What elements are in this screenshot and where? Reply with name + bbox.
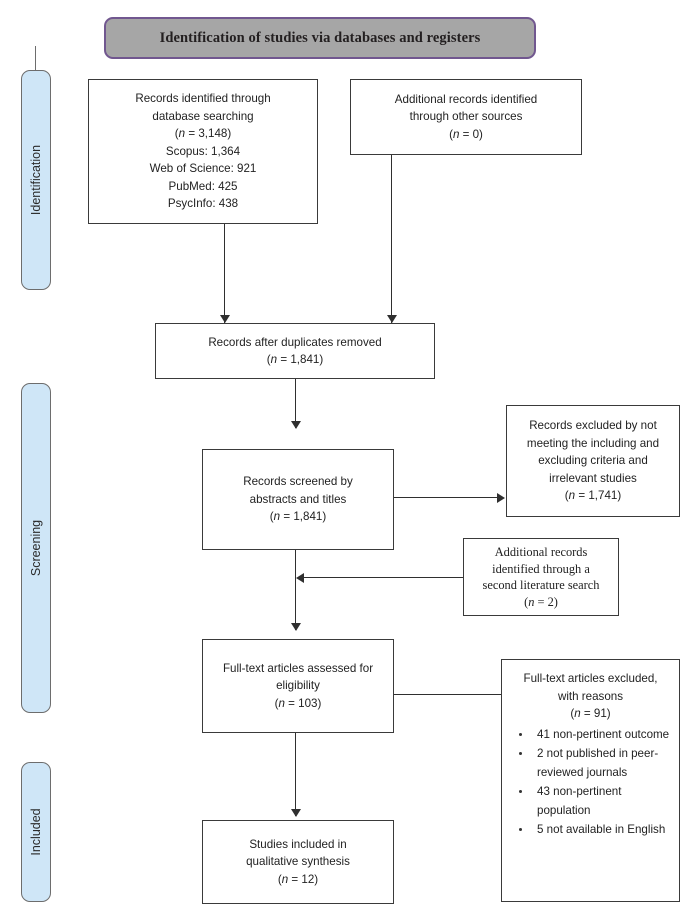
box-line: identified through a bbox=[492, 561, 590, 576]
connector-identified-to-duplicates bbox=[224, 224, 226, 323]
stage-pill-identification: Identification bbox=[21, 70, 51, 290]
box-line: (n = 1,841) bbox=[269, 510, 327, 524]
box-line: (n = 103) bbox=[274, 696, 322, 710]
box-additional-records-other-sources: Additional records identified through ot… bbox=[350, 79, 582, 155]
box-line: Studies included in bbox=[249, 837, 347, 851]
connector-fulltext-to-included bbox=[295, 733, 297, 816]
box-line: through other sources bbox=[409, 110, 523, 124]
box-line: Scopus: 1,364 bbox=[165, 144, 241, 158]
box-line: with reasons bbox=[557, 689, 624, 703]
box-line: Additional records bbox=[494, 545, 588, 559]
box-line: (n = 1,841) bbox=[266, 353, 324, 366]
box-line: (n = 3,148) bbox=[174, 127, 232, 141]
box-line: Full-text articles excluded, bbox=[523, 672, 658, 685]
box-fulltext-assessed: Full-text articles assessed for eligibil… bbox=[202, 639, 394, 733]
box-line: PsycInfo: 438 bbox=[167, 197, 239, 211]
connector-screened-to-fulltext bbox=[295, 550, 297, 630]
box-line: Additional records identified bbox=[394, 92, 538, 106]
box-line: Records excluded by not bbox=[529, 419, 657, 433]
box-line: Full-text articles assessed for bbox=[222, 661, 374, 675]
identification-stage-tick bbox=[35, 46, 36, 70]
stage-pill-included: Included bbox=[21, 762, 51, 902]
list-item: 2 not published in peer-reviewed journal… bbox=[511, 744, 676, 782]
box-line: irrelevant studies bbox=[549, 471, 637, 485]
box-records-identified: Records identified through database sear… bbox=[88, 79, 318, 224]
box-second-literature-search: Additional records identified through a … bbox=[463, 538, 619, 616]
stage-pill-screening: Screening bbox=[21, 383, 51, 713]
box-line: (n = 1,741) bbox=[564, 489, 622, 503]
connector-other-sources-to-duplicates bbox=[391, 155, 393, 323]
connector-fulltext-to-excluded bbox=[394, 694, 505, 696]
box-line: database searching bbox=[152, 109, 254, 123]
stage-label-included: Included bbox=[29, 808, 43, 856]
connector-screened-to-excluded bbox=[394, 497, 499, 499]
list-item: 43 non-pertinent population bbox=[511, 782, 676, 820]
box-studies-included: Studies included in qualitative synthesi… bbox=[202, 820, 394, 904]
arrowhead-down bbox=[220, 315, 230, 323]
box-line: (n = 12) bbox=[277, 872, 319, 886]
diagram-title-banner: Identification of studies via databases … bbox=[104, 17, 536, 59]
box-records-excluded: Records excluded by not meeting the incl… bbox=[506, 405, 680, 517]
box-records-screened: Records screened by abstracts and titles… bbox=[202, 449, 394, 550]
box-line: Web of Science: 921 bbox=[149, 162, 257, 176]
box-line: qualitative synthesis bbox=[246, 855, 350, 869]
arrowhead-down bbox=[291, 809, 301, 817]
box-line: Records after duplicates removed bbox=[208, 335, 382, 349]
arrowhead-left bbox=[296, 573, 304, 583]
box-line: Records identified through bbox=[135, 92, 271, 106]
box-line: abstracts and titles bbox=[249, 492, 347, 506]
box-line: excluding criteria and bbox=[538, 454, 648, 468]
connector-duplicates-to-screened bbox=[295, 379, 297, 428]
box-records-after-duplicates: Records after duplicates removed (n = 1,… bbox=[155, 323, 435, 379]
box-line: eligibility bbox=[276, 679, 320, 693]
arrowhead-down bbox=[291, 421, 301, 429]
diagram-title: Identification of studies via databases … bbox=[159, 29, 481, 46]
arrowhead-right bbox=[497, 493, 505, 503]
stage-label-identification: Identification bbox=[29, 144, 43, 216]
box-line: PubMed: 425 bbox=[168, 179, 238, 193]
stage-label-screening: Screening bbox=[29, 519, 43, 577]
connector-second-search-to-trunk bbox=[303, 577, 463, 579]
box-line: second literature search bbox=[482, 578, 600, 592]
arrowhead-down bbox=[387, 315, 397, 323]
exclusion-reason-list: 41 non-pertinent outcome 2 not published… bbox=[505, 725, 676, 839]
box-line: (n = 0) bbox=[449, 127, 483, 141]
box-line: (n = 91) bbox=[570, 707, 611, 720]
list-item: 5 not available in English bbox=[511, 820, 676, 839]
arrowhead-down bbox=[291, 623, 301, 631]
box-line: (n = 2) bbox=[524, 594, 558, 609]
box-fulltext-excluded-reasons: Full-text articles excluded, with reason… bbox=[501, 659, 680, 902]
box-line: Records screened by bbox=[243, 475, 353, 489]
box-line: meeting the including and bbox=[526, 436, 660, 450]
list-item: 41 non-pertinent outcome bbox=[511, 725, 676, 744]
